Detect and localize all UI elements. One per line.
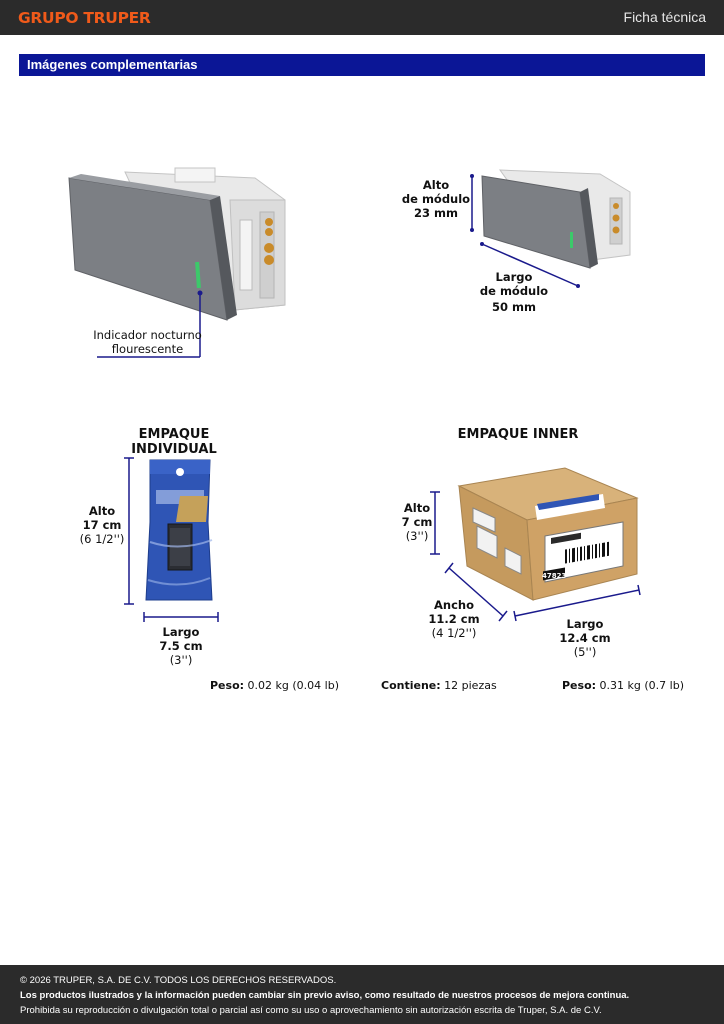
individual-weight-value: 0.02 kg (0.04 lb) <box>247 679 339 692</box>
module-length-label: Largo de módulo 50 mm <box>478 270 550 314</box>
inner-pack-title: EMPAQUE INNER <box>457 427 579 442</box>
top-bar: GRUPO TRUPER Ficha técnica <box>0 0 724 35</box>
inner-width-label: Ancho 11.2 cm (4 1/2'') <box>424 598 484 640</box>
inner-contents: Contiene: 12 piezas <box>381 679 497 692</box>
indicator-label-line2: flourescente <box>111 342 184 356</box>
switch-module-image <box>68 167 286 358</box>
inner-contents-label: Contiene: <box>381 679 441 692</box>
inner-weight-value: 0.31 kg (0.7 lb) <box>599 679 684 692</box>
inner-width-cm: 11.2 cm <box>428 612 480 626</box>
inner-height-in: (3'') <box>405 529 429 543</box>
individual-height-label: Alto 17 cm (6 1/2'') <box>70 504 134 546</box>
footer-copyright: © 2026 TRUPER, S.A. DE C.V. TODOS LOS DE… <box>20 975 337 986</box>
footer: © 2026 TRUPER, S.A. DE C.V. TODOS LOS DE… <box>0 965 724 1024</box>
inner-weight: Peso: 0.31 kg (0.7 lb) <box>562 679 684 692</box>
individual-height-title: Alto <box>88 504 116 518</box>
footer-prohibition: Prohibida su reproducción o divulgación … <box>20 1005 602 1016</box>
individual-length-cm: 7.5 cm <box>159 639 203 653</box>
inner-height-label: Alto 7 cm (3'') <box>395 501 439 543</box>
inner-width-title: Ancho <box>434 598 474 612</box>
inner-box-code: 47823 <box>542 572 567 580</box>
inner-length-title: Largo <box>566 617 604 631</box>
individual-length-label: Largo 7.5 cm (3'') <box>148 625 214 667</box>
sheet-type-label: Ficha técnica <box>623 9 706 25</box>
individual-weight-label: Peso: <box>210 679 245 692</box>
inner-width-in: (4 1/2'') <box>431 626 477 640</box>
module-height-label-line2: de módulo <box>401 192 471 206</box>
inner-height-cm: 7 cm <box>401 515 433 529</box>
individual-length-in: (3'') <box>169 653 193 667</box>
inner-box-image <box>430 467 641 622</box>
individual-pack-title: EMPAQUE INDIVIDUAL <box>131 427 217 457</box>
inner-contents-value: 12 piezas <box>444 679 497 692</box>
individual-height-cm: 17 cm <box>82 518 122 532</box>
inner-length-in: (5'') <box>573 645 597 659</box>
indicator-label-line1: Indicador nocturno <box>93 328 202 342</box>
inner-length-label: Largo 12.4 cm (5'') <box>555 617 615 659</box>
module-height-label: Alto de módulo 23 mm <box>400 178 472 220</box>
module-height-value: 23 mm <box>414 206 458 220</box>
indicator-label: Indicador nocturno flourescente <box>90 328 205 356</box>
inner-weight-label: Peso: <box>562 679 597 692</box>
inner-length-cm: 12.4 cm <box>559 631 611 645</box>
inner-height-title: Alto <box>403 501 431 515</box>
module-length-value: 50 mm <box>492 300 536 314</box>
individual-length-title: Largo <box>162 625 200 639</box>
footer-notice: Los productos ilustrados y la informació… <box>20 990 630 1001</box>
brand-logo: GRUPO TRUPER <box>18 9 151 27</box>
section-header: Imágenes complementarias <box>19 54 705 76</box>
section-title: Imágenes complementarias <box>27 57 198 72</box>
module-length-label-line1: Largo <box>495 270 533 284</box>
switch-dimensions-image <box>470 169 631 288</box>
module-length-label-line2: de módulo <box>479 284 549 298</box>
individual-height-in: (6 1/2'') <box>79 532 125 546</box>
module-height-label-line1: Alto <box>422 178 450 192</box>
blister-pack-image <box>124 457 219 622</box>
individual-weight: Peso: 0.02 kg (0.04 lb) <box>210 679 339 692</box>
